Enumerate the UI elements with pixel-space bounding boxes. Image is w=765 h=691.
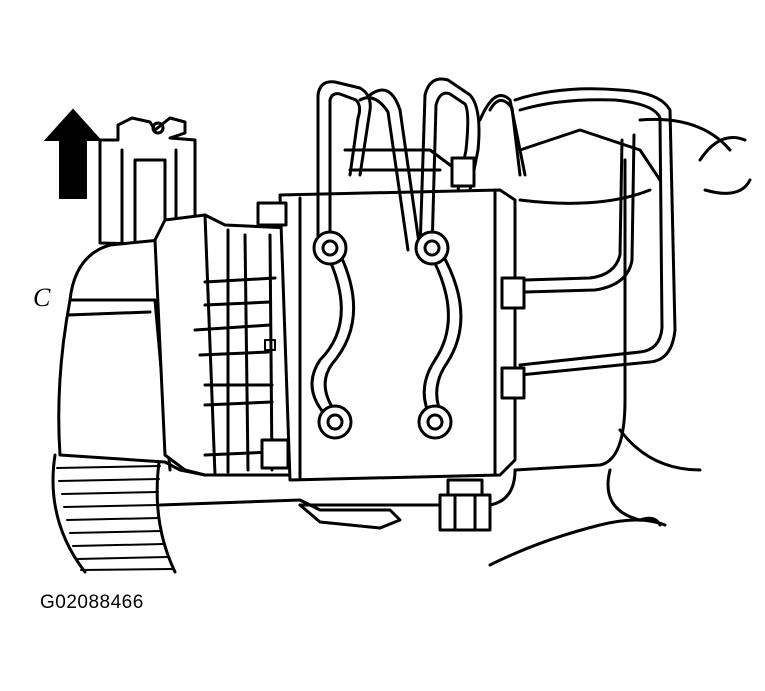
connector-housing: [98, 116, 197, 247]
up-arrow-icon: [43, 108, 103, 199]
pump-motor-housing: [57, 213, 292, 477]
mounting-bolt: [438, 478, 492, 532]
valve-block: [256, 188, 517, 482]
vehicle-body-outline: [488, 117, 752, 567]
figure-code: G02088466: [40, 592, 144, 613]
corrugated-hose: [51, 453, 177, 574]
line-fittings: [312, 156, 526, 440]
brake-lines: [310, 77, 677, 422]
side-label: C: [33, 283, 51, 312]
